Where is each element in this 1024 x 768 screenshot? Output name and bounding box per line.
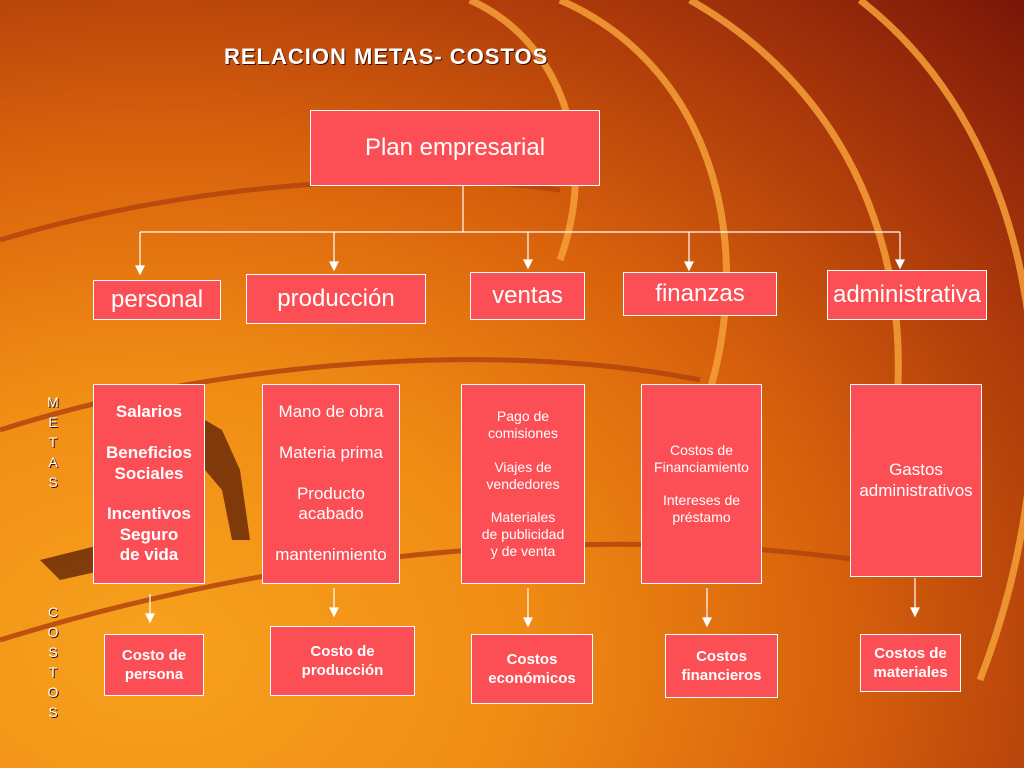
cost-box-produccion: Costo de producción — [270, 626, 415, 696]
root-label: Plan empresarial — [364, 134, 546, 161]
cost-text: Costos de materiales — [873, 644, 948, 682]
dept-label: producción — [277, 285, 395, 312]
dept-label: personal — [110, 286, 204, 313]
detail-text: Gastos administrativos — [859, 460, 973, 500]
detail-box-finanzas: Costos de Financiamiento Intereses de pr… — [641, 384, 762, 584]
cost-text: Costos económicos — [488, 650, 576, 688]
detail-box-administrativa: Gastos administrativos — [850, 384, 982, 577]
detail-text: Salarios Beneficios Sociales Incentivos … — [106, 402, 192, 565]
costos-vertical-label: C O S T O S — [47, 602, 59, 722]
costos-letter: C — [47, 604, 59, 620]
dept-label: administrativa — [832, 281, 982, 308]
detail-text: Costos de Financiamiento Intereses de pr… — [654, 442, 749, 526]
metas-letter: S — [48, 474, 58, 490]
cost-box-persona: Costo de persona — [104, 634, 204, 696]
cost-box-financieros: Costos financieros — [665, 634, 778, 698]
detail-box-personal: Salarios Beneficios Sociales Incentivos … — [93, 384, 205, 584]
cost-box-economicos: Costos económicos — [471, 634, 593, 704]
detail-box-produccion: Mano de obra Materia prima Producto acab… — [262, 384, 400, 584]
detail-text: Mano de obra Materia prima Producto acab… — [275, 402, 387, 565]
cost-text: Costo de producción — [301, 642, 384, 680]
metas-letter: M — [47, 394, 59, 410]
costos-letter: S — [48, 704, 58, 720]
metas-vertical-label: M E T A S — [47, 392, 59, 492]
dept-box-ventas: ventas — [470, 272, 585, 320]
detail-box-ventas: Pago de comisiones Viajes de vendedores … — [461, 384, 585, 584]
dept-box-produccion: producción — [246, 274, 426, 324]
dept-label: finanzas — [655, 280, 745, 307]
cost-box-materiales: Costos de materiales — [860, 634, 961, 692]
dept-box-personal: personal — [93, 280, 221, 320]
costos-letter: S — [48, 644, 58, 660]
cost-text: Costos financieros — [681, 647, 762, 685]
costos-letter: T — [48, 664, 58, 680]
dept-box-administrativa: administrativa — [827, 270, 987, 320]
costos-letter: O — [47, 684, 59, 700]
root-box-plan-empresarial: Plan empresarial — [310, 110, 600, 186]
metas-letter: T — [48, 434, 58, 450]
dept-label: ventas — [492, 282, 563, 309]
metas-letter: A — [48, 454, 58, 470]
metas-letter: E — [48, 414, 58, 430]
costos-letter: O — [47, 624, 59, 640]
detail-text: Pago de comisiones Viajes de vendedores … — [481, 408, 565, 559]
cost-text: Costo de persona — [121, 646, 187, 684]
page-title: RELACION METAS- COSTOS — [224, 44, 549, 69]
dept-box-finanzas: finanzas — [623, 272, 777, 316]
